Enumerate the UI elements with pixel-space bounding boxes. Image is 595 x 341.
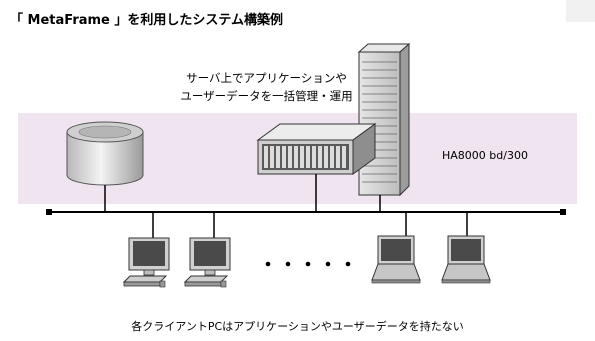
callout-line-2: ユーザーデータを一括管理・運用 — [180, 89, 353, 103]
diagram-caption: 各クライアントPCはアプリケーションやユーザーデータを持たない — [131, 320, 464, 333]
diagram-title: 「 MetaFrame 」を利用したシステム構築例 — [10, 13, 283, 28]
desktop-client-icon — [122, 237, 170, 288]
more-clients-ellipsis — [265, 261, 351, 267]
storage-drum-icon — [66, 121, 144, 186]
laptop-client-icon — [441, 235, 491, 284]
rack-server-icon — [357, 42, 411, 197]
server-model-label: HA8000 bd/300 — [442, 149, 528, 162]
laptop-client-icon — [371, 235, 421, 284]
callout-line-1: サーバ上でアプリケーションや — [186, 71, 347, 85]
disk-array-icon — [256, 123, 377, 175]
client-drop-lines — [152, 212, 468, 238]
server-callout: サーバ上でアプリケーションや ユーザーデータを一括管理・運用 — [0, 69, 595, 105]
corner-block — [566, 0, 595, 22]
network-backbone — [46, 209, 566, 215]
server-drop-lines — [104, 174, 381, 212]
desktop-client-icon — [183, 237, 231, 288]
